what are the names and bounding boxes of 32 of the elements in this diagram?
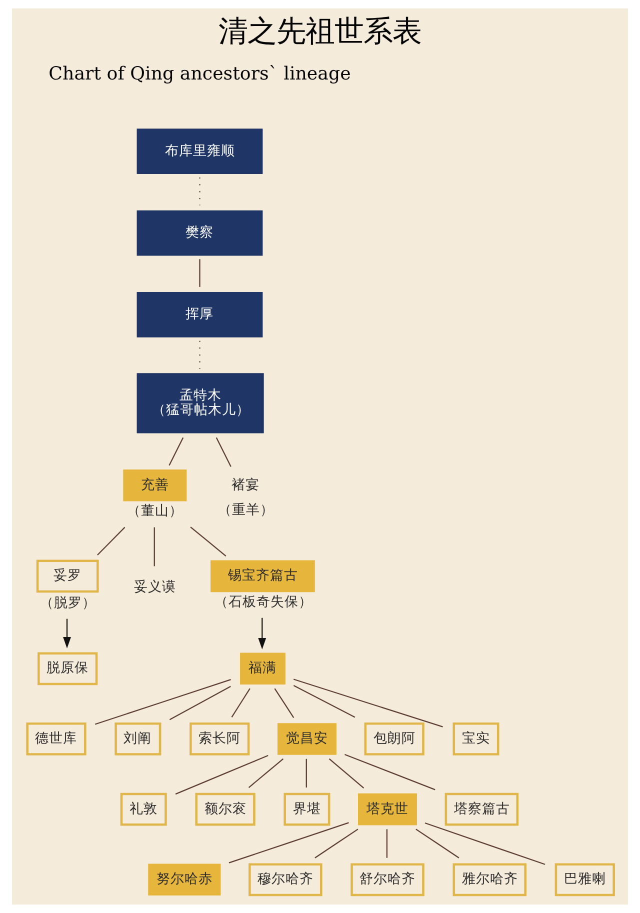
node-text: 褚宴 xyxy=(232,476,260,493)
arrow xyxy=(63,618,71,648)
connector xyxy=(154,527,155,566)
connector xyxy=(328,758,364,788)
connector xyxy=(274,688,294,718)
connector xyxy=(168,437,184,466)
connector xyxy=(175,754,268,795)
connector xyxy=(97,526,126,556)
connector xyxy=(293,685,356,718)
connector xyxy=(169,686,231,720)
connector xyxy=(216,437,232,467)
node-label: （脱罗） xyxy=(40,594,96,611)
node-label: （重羊） xyxy=(218,502,274,518)
connector xyxy=(293,678,443,728)
connector xyxy=(231,688,250,718)
arrow xyxy=(258,618,266,650)
node-label: （石板奇失保） xyxy=(214,594,312,610)
label: Chart of Qing ancestors` lineage xyxy=(48,64,351,85)
connector xyxy=(416,828,460,858)
node-text: 妥义谟 xyxy=(134,579,176,596)
connector xyxy=(386,829,388,858)
connector xyxy=(344,754,436,790)
connector xyxy=(228,822,349,864)
connector xyxy=(199,259,200,287)
diagram-title: 清之先祖世系表 xyxy=(218,14,422,48)
node-label: （董山） xyxy=(127,503,184,520)
connector xyxy=(190,526,226,556)
connector xyxy=(94,679,231,725)
connector xyxy=(248,758,284,788)
connector xyxy=(306,758,307,788)
connector xyxy=(314,828,358,858)
connector xyxy=(424,822,546,865)
